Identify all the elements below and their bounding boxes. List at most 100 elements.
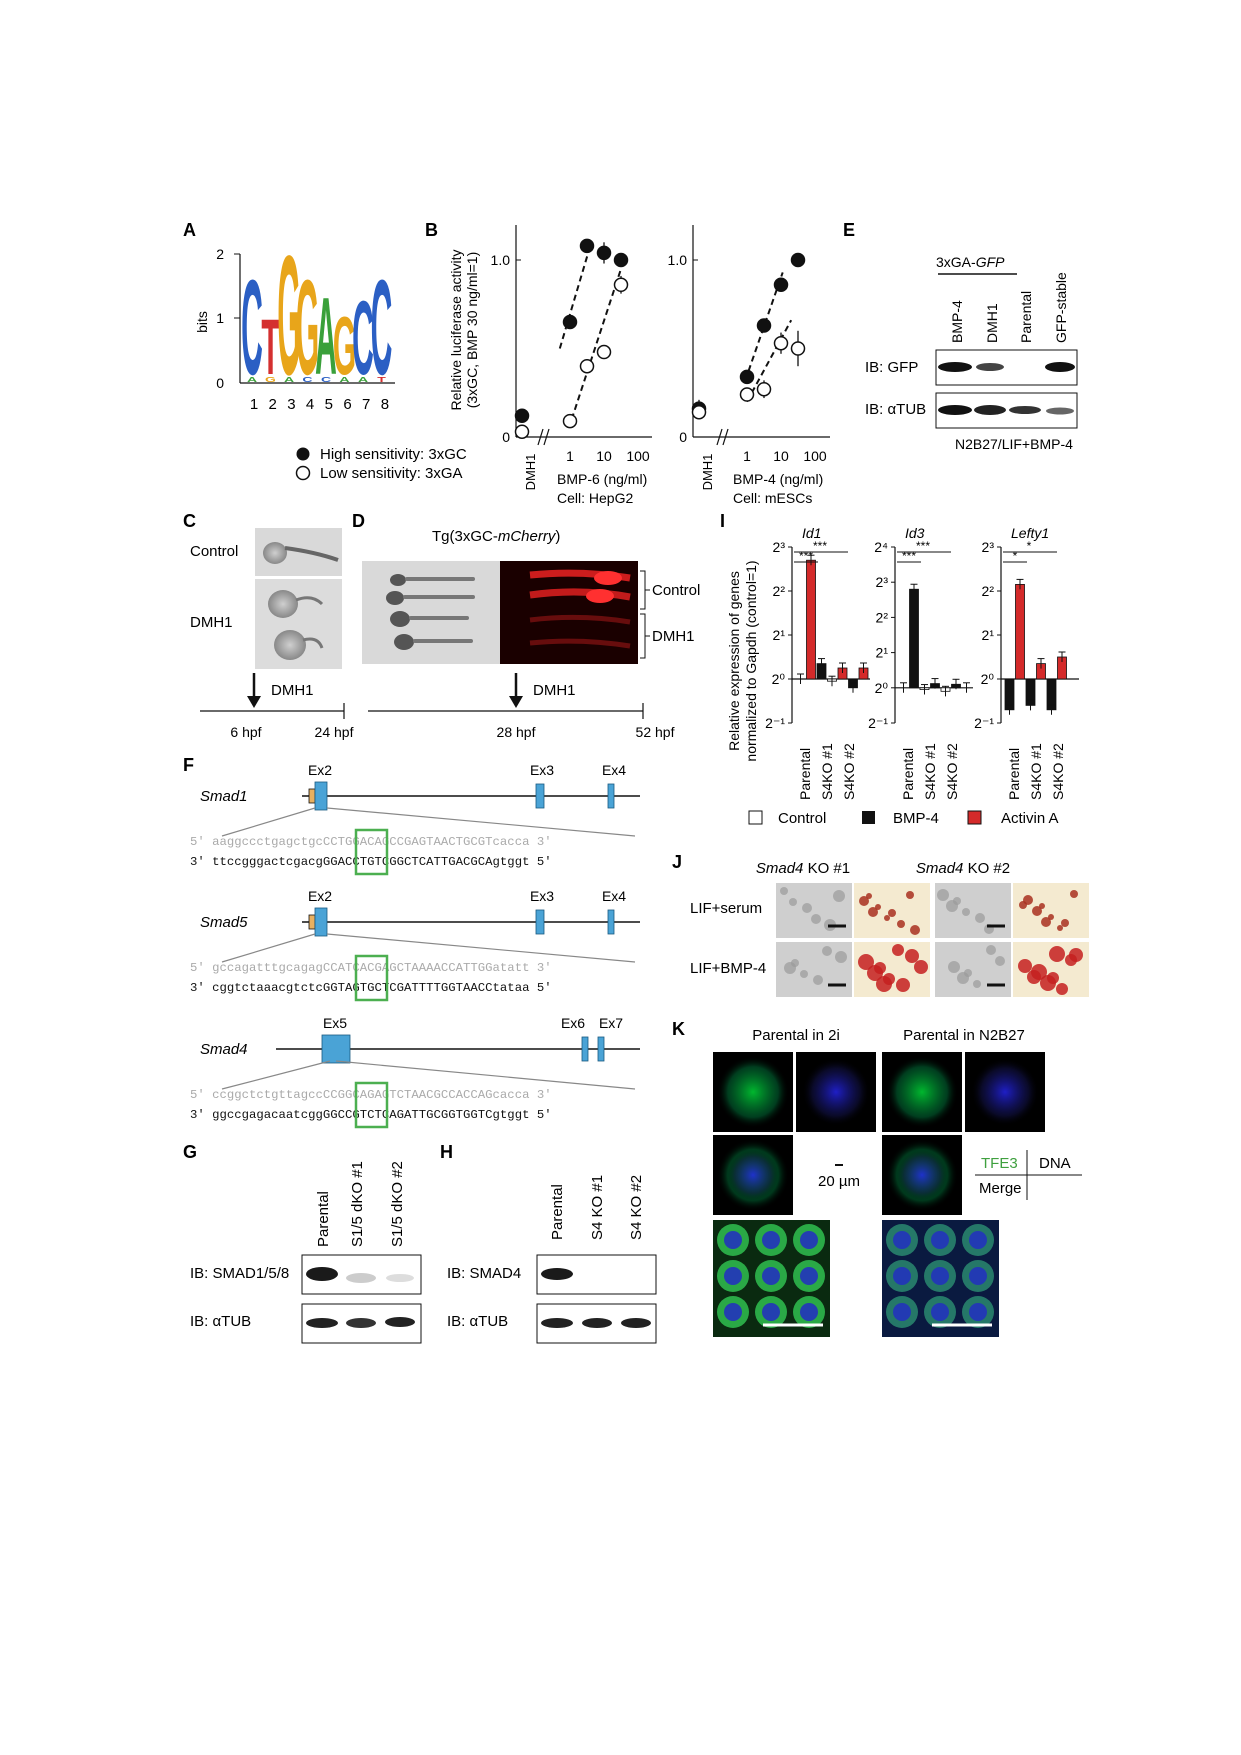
b-legend-low: Low sensitivity: 3xGA	[320, 465, 463, 482]
logo-ytick-0: 0	[216, 375, 224, 391]
b-point-low	[579, 358, 595, 374]
j-row2: LIF+BMP-4	[690, 960, 766, 977]
d-arrow-label: DMH1	[533, 682, 576, 699]
panel-letter-a: A	[183, 220, 196, 240]
i-bar	[909, 588, 919, 689]
b-left-cell: Cell: HepG2	[557, 490, 633, 506]
j-col2: Smad4 KO #2	[916, 860, 1010, 877]
logo-xtick: 7	[362, 396, 370, 413]
logo-letter: A	[315, 276, 337, 397]
b-right-cell: Cell: mESCs	[733, 490, 812, 506]
c-control-label: Control	[190, 543, 238, 560]
b-right-xtick-1: 1	[743, 448, 751, 464]
i-ytick: 2⁻¹	[765, 715, 785, 731]
g-blot2-label: IB: αTUB	[190, 1313, 251, 1330]
j-stain-image	[1013, 942, 1089, 997]
b-ylabel-1: Relative luciferase activity	[448, 249, 464, 410]
b-right-ytick-1: 1.0	[668, 252, 688, 268]
f-exon	[535, 783, 545, 809]
d-t2: 52 hpf	[636, 724, 675, 740]
d-dmh1-label: DMH1	[652, 628, 695, 645]
logo-xtick: 1	[250, 396, 258, 413]
logo-letter-minor: A	[284, 376, 294, 384]
i-lane-label: S4KO #2	[944, 743, 960, 800]
panel-c-zebrafish: Control DMH1 DMH1 6 hpf 24 hpf	[190, 528, 354, 740]
k-key-dna: DNA	[1039, 1155, 1071, 1172]
f-exon	[597, 1036, 605, 1062]
i-legend-activin-swatch	[967, 810, 982, 825]
b-right-dmh1-label: DMH1	[700, 454, 715, 491]
b-point-low	[562, 413, 578, 429]
logo-xtick: 8	[381, 396, 389, 413]
i-gene-title: Id3	[905, 525, 925, 541]
f-exon	[535, 909, 545, 935]
i-ylabel-2: normalized to Gapdh (control=1)	[743, 560, 759, 761]
b-point-low	[596, 344, 612, 360]
b-left-xtick-100: 100	[626, 448, 650, 464]
i-sig-1: ***	[813, 539, 827, 553]
k-scale-label: 20 µm	[818, 1173, 860, 1190]
panel-letter-i: I	[720, 511, 725, 531]
panel-letter-d: D	[352, 511, 365, 531]
e-lane-gfp-stable: GFP-stable	[1053, 272, 1069, 343]
f-seq-bottom: 3' cggtctaaacgtctcGGTAGTGCTCGATTTTGGTAAC…	[190, 981, 552, 995]
panel-letter-k: K	[672, 1019, 685, 1039]
h-lane-ko2: S4 KO #2	[628, 1175, 645, 1240]
f-exon-label: Ex4	[602, 888, 626, 904]
i-legend-bmp4: BMP-4	[893, 810, 939, 827]
f-exon-label: Ex3	[530, 888, 554, 904]
h-lane-parental: Parental	[549, 1184, 566, 1240]
logo-ylabel: bits	[194, 311, 210, 333]
b-point-high	[613, 252, 629, 268]
f-exon	[581, 1036, 589, 1062]
i-ytick: 2¹	[876, 645, 889, 661]
d-brightfield-image	[362, 561, 500, 664]
j-col1: Smad4 KO #1	[756, 860, 850, 877]
f-seq-top: 5' ccggctctgttagccCCGGCAGAGTCTAACGCCACCA…	[190, 1088, 552, 1102]
logo-letter: C	[241, 251, 263, 403]
j-images	[776, 883, 1089, 997]
b-point-high	[579, 238, 595, 254]
b-left-ytick-1: 1.0	[491, 252, 511, 268]
f-seq-bottom: 3' ggccgagacaatcggGGCCGTCTCAGATTGCGGTGGT…	[190, 1108, 552, 1122]
b-point-low	[790, 341, 806, 356]
b-point-high	[562, 314, 578, 330]
panel-g-western-blot: Parental S1/5 dKO #1 S1/5 dKO #2 IB: SMA…	[190, 1161, 422, 1344]
f-exon	[314, 907, 328, 937]
i-sig-2: ***	[799, 549, 813, 563]
f-seq-bottom: 3' ttccgggactcgacgGGACCTGTCGGCTCATTGACGC…	[190, 855, 552, 869]
b-point-high	[514, 408, 530, 424]
i-ytick: 2⁴	[874, 539, 888, 555]
i-lane-label: S4KO #1	[922, 743, 938, 800]
k-images	[713, 1052, 1045, 1337]
f-exon-label: Ex7	[599, 1015, 623, 1031]
f-exon-label: Ex2	[308, 888, 332, 904]
g-lane-dko1: S1/5 dKO #1	[349, 1161, 366, 1247]
i-ytick: 2⁻¹	[868, 715, 888, 731]
logo-letter-minor: T	[377, 376, 386, 384]
j-stain-image	[1013, 883, 1089, 938]
j-row1: LIF+serum	[690, 900, 762, 917]
i-sig-1: *	[1027, 539, 1032, 553]
k-dna-image	[796, 1052, 876, 1132]
k-merge-image	[713, 1135, 793, 1215]
logo-letter: T	[261, 303, 279, 392]
i-legend-bmp4-swatch	[862, 811, 875, 824]
k-title1: Parental in 2i	[752, 1027, 840, 1044]
f-exon-label: Ex2	[308, 762, 332, 778]
k-tfe3-image	[713, 1052, 793, 1132]
b-left-xtick-10: 10	[596, 448, 612, 464]
c-t1: 6 hpf	[230, 724, 261, 740]
f-exon	[607, 783, 615, 809]
panel-i-qpcr: Relative expression of genes normalized …	[726, 525, 1079, 827]
i-lane-label: Parental	[1006, 748, 1022, 800]
i-ytick: 2³	[876, 574, 889, 590]
i-ytick: 2⁻¹	[974, 715, 994, 731]
panel-letter-g: G	[183, 1142, 197, 1162]
i-ytick: 2⁰	[875, 680, 889, 696]
b-left-ytick-0: 0	[502, 429, 510, 445]
